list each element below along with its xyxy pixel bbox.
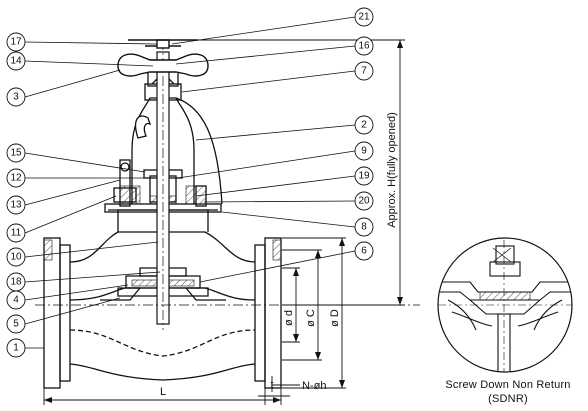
- dim-D-label: ø D: [329, 309, 341, 327]
- callout-13: [6, 195, 26, 215]
- dim-h-label: Approx. H(fully opened): [386, 112, 398, 228]
- callout-11: [6, 223, 26, 243]
- callout-label-16: 16: [358, 41, 370, 52]
- callout-17: [6, 32, 26, 52]
- leader-lines: [24, 16, 356, 349]
- sdnr-caption-line2: (SDNR): [488, 393, 528, 405]
- callout-label-11: 11: [11, 228, 22, 239]
- callout-label-3: 3: [13, 92, 19, 103]
- callout-label-12: 12: [10, 173, 22, 184]
- dimension-arrows: [44, 40, 403, 403]
- callout-10: [6, 247, 26, 267]
- callout-16: [354, 36, 374, 56]
- callout-15: [6, 143, 26, 163]
- callout-14: [6, 51, 26, 71]
- dim-l-label: L: [160, 386, 166, 398]
- callout-label-1: 1: [13, 343, 19, 354]
- callout-label-7: 7: [361, 66, 367, 77]
- callout-3: [6, 87, 26, 107]
- callout-label-10: 10: [10, 252, 22, 263]
- callout-label-14: 14: [10, 56, 22, 67]
- callout-1: [6, 338, 26, 358]
- dim-t-label: t: [270, 379, 273, 391]
- callout-label-8: 8: [361, 222, 367, 233]
- callout-label-2: 2: [361, 120, 367, 131]
- callout-2: [354, 115, 374, 135]
- callout-label-4: 4: [13, 295, 19, 306]
- callout-8: [354, 217, 374, 237]
- callout-label-5: 5: [13, 319, 19, 330]
- valve-body: [43, 59, 282, 389]
- callout-20: [354, 191, 374, 211]
- dim-c-label: ø C: [305, 309, 317, 327]
- callout-labels: 17 14 3 15 12 13 11 10 18 4 5 1 21 16 7 …: [10, 12, 370, 354]
- callout-markers: [6, 7, 374, 358]
- callout-label-20: 20: [358, 196, 370, 207]
- sdnr-caption-line1: Screw Down Non Return: [445, 379, 570, 391]
- dimension-lines: [43, 39, 405, 405]
- dim-nh-label: N-øh: [302, 380, 326, 392]
- callout-label-9: 9: [361, 146, 367, 157]
- valve-stem: [156, 40, 170, 330]
- callout-12: [6, 168, 26, 188]
- callout-4: [6, 290, 26, 310]
- dim-d-label: ø d: [283, 310, 295, 326]
- callout-label-13: 13: [10, 200, 22, 211]
- callout-9: [354, 141, 374, 161]
- sdnr-detail: [437, 237, 573, 373]
- callout-label-21: 21: [358, 12, 370, 23]
- callout-label-6: 6: [361, 246, 367, 257]
- callout-label-19: 19: [358, 171, 370, 182]
- callout-6: [354, 241, 374, 261]
- callout-19: [354, 166, 374, 186]
- callout-label-17: 17: [10, 37, 22, 48]
- callout-label-18: 18: [10, 277, 22, 288]
- callout-21: [354, 7, 374, 27]
- handwheel: [117, 39, 209, 77]
- callout-7: [354, 61, 374, 81]
- callout-label-15: 15: [10, 148, 22, 159]
- callout-5: [6, 314, 26, 334]
